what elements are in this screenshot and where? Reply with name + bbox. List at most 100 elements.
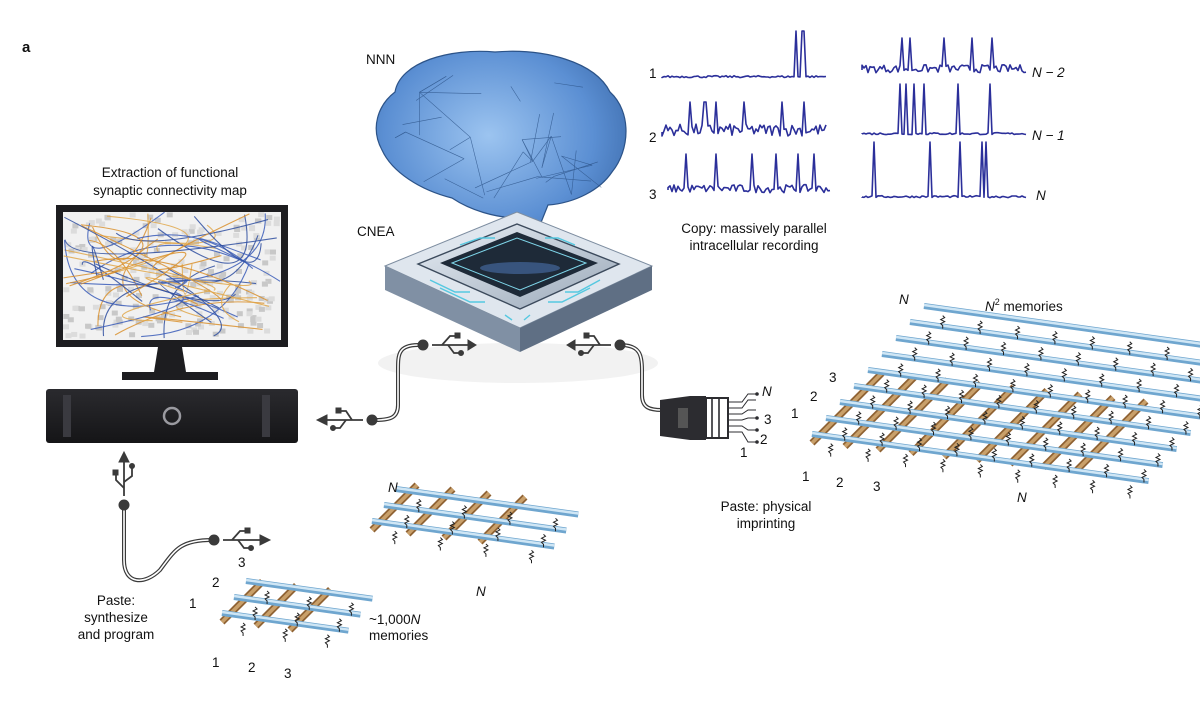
memristor-icon (1028, 453, 1035, 467)
recordings-caption-line2: intracellular recording (689, 238, 818, 253)
crossbar-row-wire-highlight (811, 431, 1149, 482)
map-pixel (144, 272, 151, 278)
memristor-icon (1150, 362, 1157, 376)
map-pixel (148, 322, 155, 328)
map-pixel (236, 311, 243, 317)
memristor-icon (263, 590, 271, 604)
memristor-icon (391, 530, 398, 545)
monitor: Extraction of functional synaptic connec… (56, 165, 288, 380)
map-pixel (99, 221, 106, 227)
map-pixel (269, 249, 276, 255)
memristor-icon (892, 416, 900, 430)
small-crossbar-array (219, 482, 579, 648)
map-pixel (166, 212, 173, 218)
memristor-icon (403, 514, 410, 529)
map-pixel (222, 307, 229, 313)
map-pixel (149, 308, 156, 314)
map-pixel (72, 305, 79, 311)
big-crossbar-col-label-2: 2 (836, 475, 844, 490)
map-pixel (78, 306, 85, 312)
map-pixel (265, 220, 272, 226)
map-pixel (265, 305, 272, 311)
recording-trace (661, 30, 827, 79)
brain-facet (419, 91, 482, 94)
memristor-icon (1070, 405, 1077, 419)
crossbar-row-wire-highlight (233, 594, 361, 615)
map-pixel (197, 318, 204, 324)
memristor-icon (902, 453, 909, 468)
map-pixel (116, 319, 123, 325)
map-pixel (104, 241, 111, 247)
map-pixel (130, 268, 137, 274)
monitor-neck (154, 347, 186, 372)
chip-trace (439, 287, 485, 303)
map-pixel (241, 225, 248, 231)
memristor-icon (916, 437, 923, 452)
memristor-icon (294, 612, 301, 626)
crossbar-row-wire-highlight (923, 303, 1200, 345)
map-pixel (63, 287, 70, 293)
map-pixel (246, 308, 253, 314)
crossbar-column-wire-highlight (1074, 399, 1148, 473)
brain-facet (541, 112, 554, 168)
brain-facet (405, 131, 465, 159)
connection-line (81, 261, 143, 302)
map-pixel (133, 259, 140, 265)
memristor-icon (1009, 378, 1017, 393)
big-crossbar-array (809, 303, 1200, 499)
big-crossbar-bottom-label: N (1017, 490, 1027, 505)
small-crossbar-row-label-1: 1 (189, 596, 197, 611)
crossbar-row-wire-highlight (245, 578, 373, 599)
small-crossbar-right-label: N (476, 584, 486, 599)
chip-trace (504, 314, 513, 321)
recordings-caption-line1: Copy: massively parallel (681, 221, 827, 236)
connection-line (80, 251, 187, 298)
map-pixel (113, 319, 120, 325)
memristor-icon (336, 618, 343, 632)
memristor-icon (1117, 447, 1124, 462)
map-pixel (156, 318, 163, 324)
map-pixel (209, 295, 216, 301)
map-pixel (218, 274, 225, 280)
plug-wire-label-3: 3 (764, 412, 772, 427)
memristor-icon (1154, 453, 1162, 467)
brain-facet (486, 176, 538, 193)
brain-facet (510, 86, 521, 102)
memristor-icon (953, 442, 961, 457)
map-pixel (97, 315, 104, 321)
memristor-icon (920, 384, 928, 398)
brain-label: NNN (366, 52, 395, 67)
map-pixel (129, 332, 136, 338)
map-pixel (104, 214, 111, 220)
map-pixel (188, 228, 195, 234)
memristor-icon (864, 448, 872, 462)
map-pixel (115, 300, 122, 306)
map-pixel (223, 256, 230, 262)
map-pixel (249, 226, 256, 232)
connection-line (121, 290, 210, 322)
crossbar-row-wire-highlight (825, 415, 1163, 466)
map-pixel (193, 329, 200, 335)
usb-icon (417, 332, 477, 356)
paste-program-line1: Paste: (97, 593, 135, 608)
chip-trace (545, 237, 576, 246)
map-pixel (67, 317, 74, 323)
map-pixel (207, 281, 214, 287)
memristor-icon (552, 517, 559, 532)
connection-line (122, 238, 182, 318)
map-pixel (250, 320, 257, 326)
map-pixel (273, 221, 280, 227)
map-pixel (148, 267, 155, 273)
recording-trace (667, 153, 831, 194)
map-pixel (220, 271, 227, 277)
memristor-icon (1089, 336, 1096, 350)
map-pixel (273, 216, 280, 222)
map-pixel (195, 321, 202, 327)
brain-facet (571, 150, 577, 195)
map-pixel (237, 323, 244, 329)
trace-label-3: 3 (649, 187, 657, 202)
brain-facet (521, 139, 543, 178)
map-pixel (110, 237, 117, 243)
map-pixel (173, 280, 180, 286)
map-pixel (116, 286, 123, 292)
